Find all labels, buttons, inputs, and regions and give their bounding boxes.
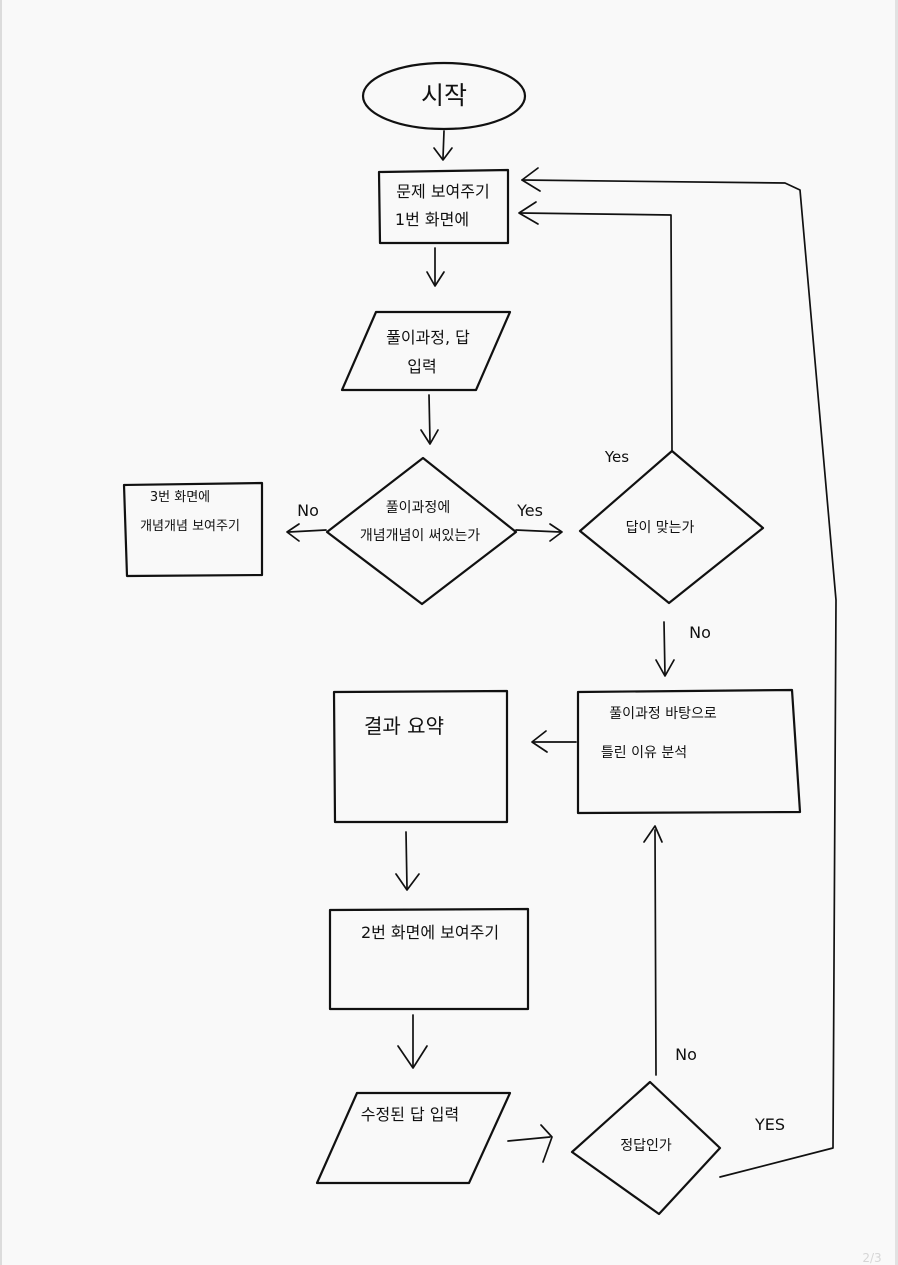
is-correct-diamond <box>570 1080 722 1216</box>
analyze-wrong-label-1: 풀이과정 바탕으로 <box>609 706 717 722</box>
show-problem-node: 문제 보여주기 1번 화면에 <box>377 168 510 245</box>
input-process-shape <box>340 310 512 392</box>
arrow-head <box>540 1124 553 1163</box>
arrow-head <box>531 730 548 753</box>
start-label: 시작 <box>421 81 467 110</box>
input-process-label-2: 입력 <box>407 357 436 376</box>
page-right-edge <box>895 0 898 1265</box>
start-ellipse <box>361 61 527 131</box>
arrow-head <box>549 523 563 542</box>
arrow-answer-yes-to-problem: Yes <box>518 201 673 466</box>
summary-label: 결과 요약 <box>364 714 444 738</box>
page-number: 2/3 <box>862 1251 881 1265</box>
is-correct-node: 정답인가 <box>570 1080 722 1216</box>
arrow-screen2-to-corrected <box>397 1014 428 1069</box>
arrow-corrected-to-check <box>507 1124 553 1163</box>
analyze-wrong-label-2: 틀린 이유 분석 <box>601 745 687 761</box>
arrow-head <box>433 147 453 161</box>
summary-box <box>332 689 509 824</box>
input-process-label-1: 풀이과정, 답 <box>386 328 470 347</box>
input-corrected-label: 수정된 답 입력 <box>361 1105 460 1124</box>
show-concept-node: 3번 화면에 개념개념 보여주기 <box>122 481 264 578</box>
arrow-head <box>286 523 300 542</box>
yes-correct-label: YES <box>754 1115 785 1134</box>
arrow-correct-yes-to-problem: YES <box>521 167 837 1178</box>
answer-correct-diamond <box>578 449 765 605</box>
show-problem-label-1: 문제 보여주기 <box>396 182 489 201</box>
answer-correct-node: 답이 맞는가 <box>578 449 765 605</box>
arrow-line <box>442 130 445 159</box>
analyze-wrong-node: 풀이과정 바탕으로 틀린 이유 분석 <box>576 688 802 815</box>
check-concept-diamond <box>325 456 518 606</box>
arrow-head <box>420 429 439 445</box>
show-screen2-node: 2번 화면에 보여주기 <box>328 907 530 1011</box>
show-problem-label-2: 1번 화면에 <box>395 210 469 229</box>
arrow-check-no-to-show-concept: No <box>286 501 327 542</box>
arrow-input-to-check <box>420 394 439 445</box>
yes-concept-label: Yes <box>516 501 543 520</box>
arrow-line <box>515 529 561 533</box>
arrow-line <box>654 829 657 1076</box>
arrow-line <box>507 1136 551 1142</box>
arrow-head <box>643 825 663 843</box>
analyze-wrong-box <box>576 688 802 815</box>
input-corrected-shape <box>315 1091 512 1185</box>
summary-node: 결과 요약 <box>332 689 509 824</box>
no-correct-label: No <box>675 1045 697 1064</box>
arrow-head <box>655 659 675 677</box>
no-answer-label: No <box>689 623 711 642</box>
arrow-line <box>405 831 408 889</box>
check-concept-label-2: 개념개념이 써있는가 <box>360 528 480 544</box>
loop-line <box>519 212 673 452</box>
arrow-summary-to-screen2 <box>395 831 420 891</box>
arrow-start-to-problem <box>433 130 453 161</box>
arrow-head <box>521 167 541 192</box>
check-concept-label-1: 풀이과정에 <box>386 500 450 516</box>
arrow-check-yes-to-answer: Yes <box>515 501 563 542</box>
show-screen2-label: 2번 화면에 보여주기 <box>361 923 499 942</box>
show-problem-box <box>377 168 510 245</box>
input-process-node: 풀이과정, 답 입력 <box>340 310 512 392</box>
arrow-head <box>395 873 420 891</box>
arrow-analysis-to-summary <box>531 730 577 753</box>
answer-correct-label: 답이 맞는가 <box>626 520 695 536</box>
show-screen2-box <box>328 907 530 1011</box>
arrow-problem-to-input <box>426 247 445 287</box>
arrow-line <box>663 621 666 676</box>
is-correct-label: 정답인가 <box>620 1138 672 1154</box>
arrow-correct-no-to-analysis: No <box>643 825 697 1076</box>
input-corrected-node: 수정된 답 입력 <box>315 1091 512 1185</box>
show-concept-box <box>122 481 264 578</box>
arrow-head <box>397 1045 428 1069</box>
show-concept-label-2: 개념개념 보여주기 <box>140 519 240 534</box>
arrow-answer-no-to-analysis: No <box>655 621 711 677</box>
arrow-head <box>426 271 445 287</box>
no-concept-label: No <box>297 501 319 520</box>
check-concept-node: 풀이과정에 개념개념이 써있는가 <box>325 456 518 606</box>
start-node: 시작 <box>361 61 527 131</box>
yes-answer-label: Yes <box>604 448 629 466</box>
arrow-line <box>288 529 327 533</box>
page-left-edge <box>0 0 2 1265</box>
loop-line <box>521 179 837 1178</box>
arrow-head <box>518 201 539 225</box>
show-concept-label-1: 3번 화면에 <box>150 490 210 505</box>
arrow-line <box>428 394 431 443</box>
